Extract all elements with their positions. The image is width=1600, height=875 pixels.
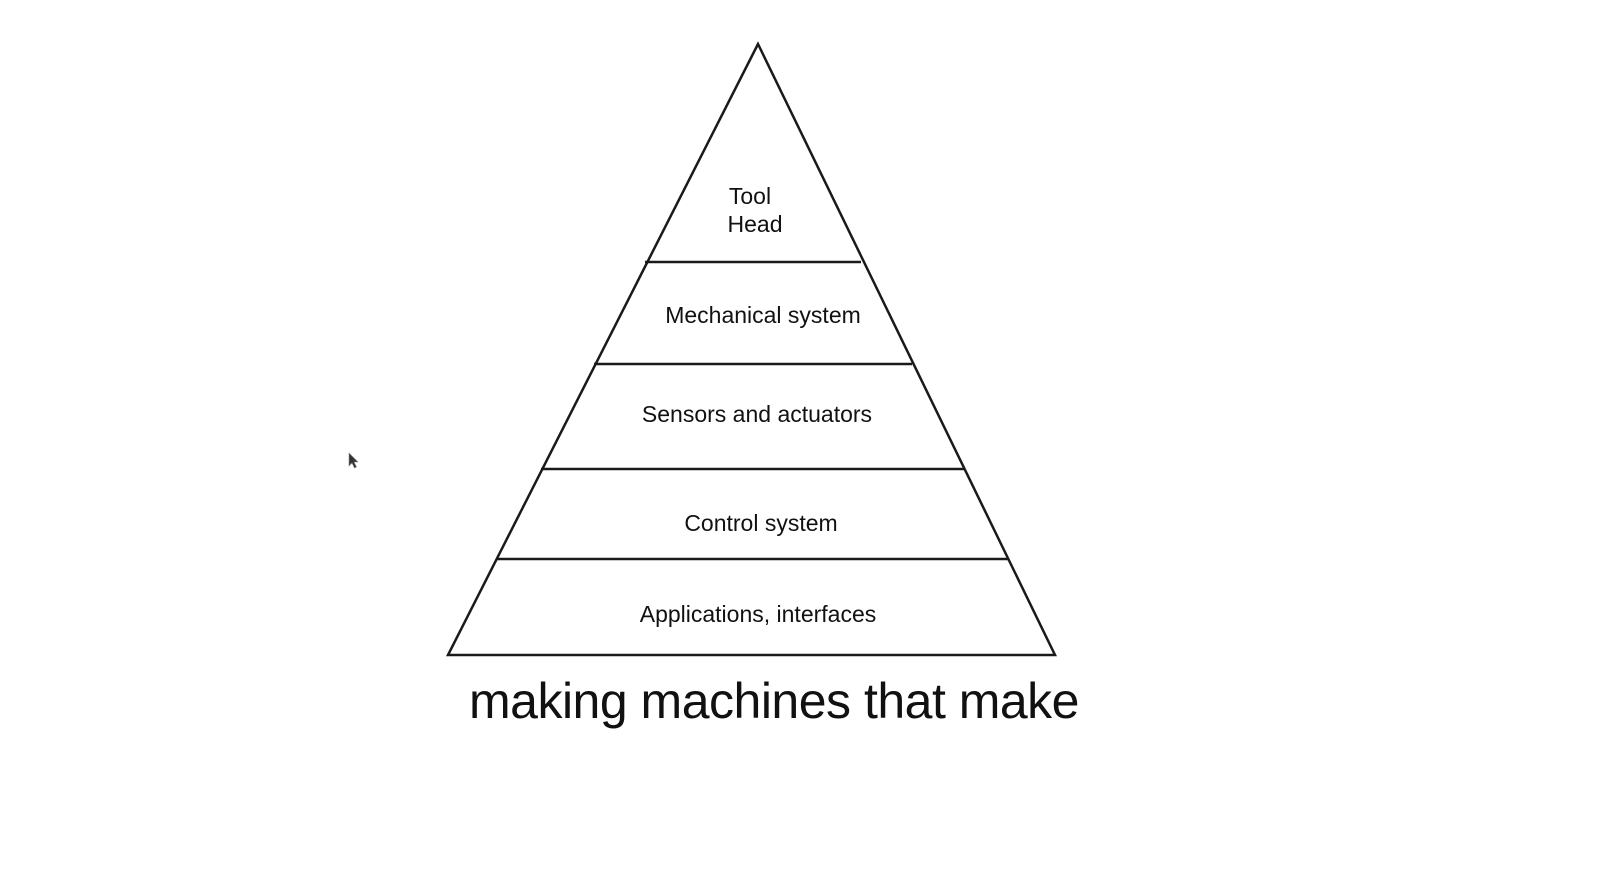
layer-sensors-and-actuators: Sensors and actuators <box>642 401 872 427</box>
mouse-pointer-icon <box>348 452 359 469</box>
layer-label-line: Head <box>728 211 783 237</box>
diagram-caption: making machines that make <box>468 673 1080 729</box>
layer-mechanical-system: Mechanical system <box>665 302 861 328</box>
layer-applications-interfaces: Applications, interfaces <box>640 601 877 627</box>
layer-label-line: Control system <box>684 510 837 536</box>
layer-label-line: Sensors and actuators <box>642 401 872 427</box>
layer-label-line: Applications, interfaces <box>640 601 877 627</box>
layer-label-line: Mechanical system <box>665 302 861 328</box>
layer-label-line: Tool <box>729 183 771 209</box>
pyramid-outline <box>445 41 1057 657</box>
layer-control-system: Control system <box>684 510 837 536</box>
layer-tool-head: Tool Head <box>728 183 783 237</box>
